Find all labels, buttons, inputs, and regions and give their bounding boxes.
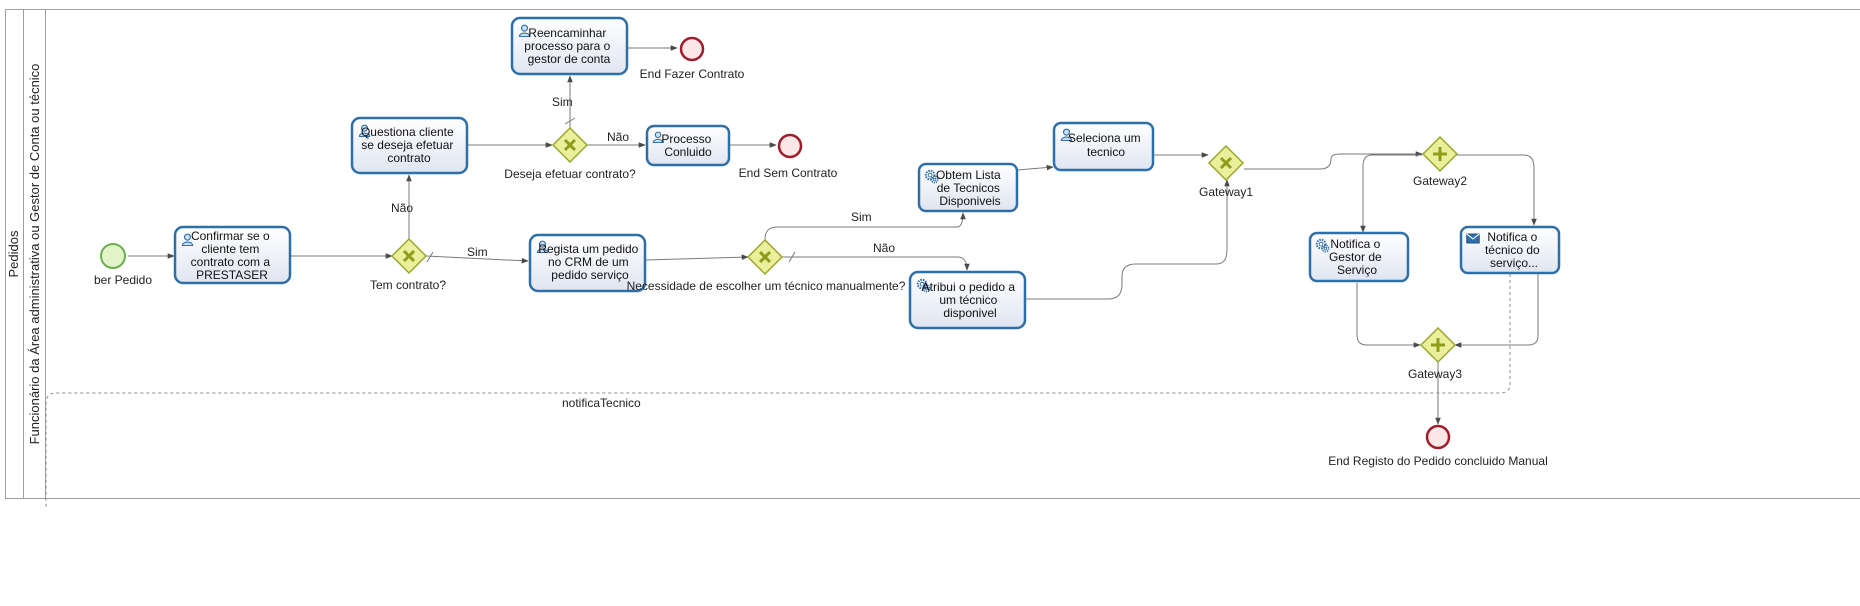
flow-notifica-gestor-to-gateway3[interactable]: [1356, 283, 1421, 348]
flow-notifica-tecnico-to-gateway3[interactable]: [1454, 273, 1539, 348]
svg-text:Notifica o técnico do: Notifica o técnico do serviço...: [1485, 230, 1543, 270]
gateway-deseja-label: Deseja efetuar contrato?: [504, 167, 636, 181]
x-icon: [1219, 156, 1233, 170]
task-notifica-gestor[interactable]: Notifica o Gestor de Serviço: [1308, 231, 1410, 283]
gateway-necessidade-label: Necessidade de escolher um técnico manua…: [627, 279, 906, 293]
svg-text:Obtem Lista de Tecnicos: Obtem Lista de Tecnicos Disponiveis: [936, 168, 1004, 208]
end-event-sem-contrato-label: End Sem Contrato: [739, 166, 838, 180]
start-event-label: ber Pedido: [94, 273, 152, 287]
label-deseja-nao: Não: [607, 130, 629, 144]
task-notifica-tecnico[interactable]: Notifica o técnico do serviço...: [1459, 225, 1561, 275]
gateway-1-label: Gateway1: [1199, 185, 1253, 199]
svg-text:Regista um pedido no CRM: Regista um pedido no CRM de um pedido se…: [538, 242, 641, 282]
gateway-2-label: Gateway2: [1413, 174, 1467, 188]
pool-title: Pedidos: [6, 230, 21, 277]
task-atribui[interactable]: Atribui o pedido a um técnico disponivel: [908, 270, 1027, 330]
end-event-registo[interactable]: [1425, 424, 1451, 450]
label-tem-contrato-nao: Não: [391, 201, 413, 215]
end-event-registo-label: End Registo do Pedido concluido Manual: [1328, 454, 1547, 468]
gateway-tem-contrato[interactable]: [390, 237, 428, 275]
flow-gateway2-to-notifica-tecnico[interactable]: [1456, 154, 1537, 226]
gateway-tem-contrato-label: Tem contrato?: [370, 278, 446, 292]
start-event[interactable]: [100, 243, 126, 269]
gateway-3[interactable]: [1419, 326, 1457, 364]
plus-icon: [1433, 147, 1447, 161]
svg-text:Reencaminhar processo pa: Reencaminhar processo para o gestor de c…: [524, 26, 613, 66]
lane-title: Funcionário da Área administrativa ou Ge…: [27, 64, 42, 445]
flow-gateway1-to-gateway2[interactable]: [1244, 151, 1423, 170]
gateway-1[interactable]: [1207, 144, 1245, 182]
gateway-deseja[interactable]: [551, 126, 589, 164]
message-flow-notifica-tecnico[interactable]: [45, 274, 1511, 508]
label-message-flow: notificaTecnico: [562, 396, 641, 410]
svg-text:Confirmar se o cliente t: Confirmar se o cliente tem contrato com …: [191, 229, 274, 282]
task-regista[interactable]: Regista um pedido no CRM de um pedido se…: [528, 233, 647, 293]
task-seleciona[interactable]: Seleciona um tecnico: [1052, 121, 1155, 172]
flow-necessidade-sim[interactable]: [764, 212, 966, 241]
svg-text:Atribui o pedido a um té: Atribui o pedido a um técnico disponivel: [922, 280, 1019, 320]
task-processo[interactable]: Processo Conluido: [645, 124, 731, 167]
task-questiona[interactable]: Questiona cliente se deseja efetuar cont…: [350, 116, 469, 175]
flow-regista-to-necessidade[interactable]: [645, 254, 749, 261]
task-reencaminhar[interactable]: Reencaminhar processo para o gestor de c…: [510, 16, 629, 76]
flow-obtem-to-seleciona[interactable]: [1016, 164, 1054, 171]
label-tem-contrato-sim: Sim: [467, 245, 488, 259]
svg-text:Processo Conluido: Processo Conluido: [661, 132, 714, 159]
flow-labels: Não Sim Sim Não Sim Não notificaTecnico: [391, 95, 895, 410]
label-necessidade-sim: Sim: [851, 210, 872, 224]
x-icon: [758, 250, 772, 264]
plus-icon: [1431, 338, 1445, 352]
x-icon: [402, 249, 416, 263]
task-confirmar[interactable]: Confirmar se o cliente tem contrato com …: [173, 225, 292, 285]
gateway-necessidade[interactable]: [746, 238, 784, 276]
task-obtem[interactable]: Obtem Lista de Tecnicos Disponiveis: [917, 162, 1019, 213]
label-deseja-sim: Sim: [552, 95, 573, 109]
flow-gateway2-to-notifica-gestor[interactable]: [1360, 154, 1422, 233]
x-icon: [563, 138, 577, 152]
envelope-icon: [1466, 233, 1480, 244]
pool: Pedidos Funcionário da Área administrati…: [5, 9, 1860, 499]
label-necessidade-nao: Não: [873, 241, 895, 255]
gateway-3-label: Gateway3: [1408, 367, 1462, 381]
gateway-2[interactable]: [1421, 135, 1459, 173]
end-event-fazer-contrato[interactable]: [679, 36, 705, 62]
svg-text:Questiona cliente se des: Questiona cliente se deseja efetuar cont…: [361, 125, 457, 165]
end-event-sem-contrato[interactable]: [777, 133, 803, 159]
flow-atribui-to-gateway1[interactable]: [1025, 179, 1230, 300]
flow-necessidade-nao[interactable]: [782, 256, 970, 271]
end-event-fazer-contrato-label: End Fazer Contrato: [640, 67, 745, 81]
svg-text:Seleciona um tecnico: Seleciona um tecnico: [1068, 131, 1144, 159]
flow-tem-contrato-sim[interactable]: [425, 255, 529, 264]
svg-text:Notifica o Gestor de: Notifica o Gestor de Serviço: [1329, 237, 1385, 277]
sequence-flows: [128, 45, 1539, 425]
